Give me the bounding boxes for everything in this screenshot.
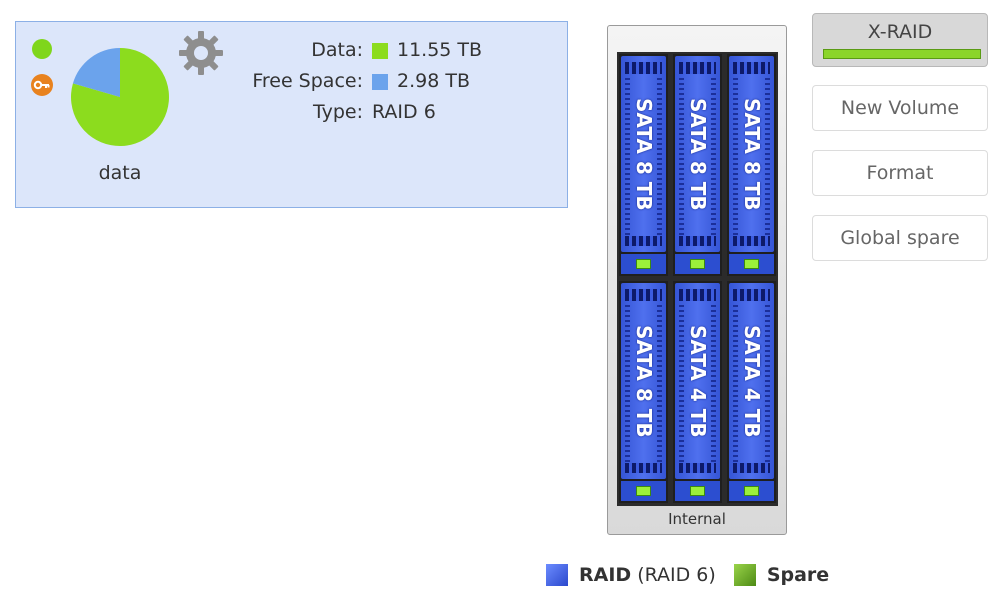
disk-label: SATA 8 TB	[740, 97, 764, 211]
disk-led-panel	[729, 254, 774, 274]
data-value: 11.55 TB	[397, 39, 483, 61]
tray-grip	[711, 305, 716, 470]
tray-vent	[679, 236, 716, 246]
xraid-label: X-RAID	[867, 21, 933, 43]
disk-tray: SATA 4 TB	[675, 283, 720, 479]
volume-info: Data: 11.55 TB Free Space: 2.98 TB Type:…	[231, 35, 482, 128]
enclosure-label: Internal	[668, 510, 726, 528]
disk-bay[interactable]: SATA 4 TB	[727, 281, 776, 503]
disk-bays: SATA 8 TB SATA 8 TB SATA 8 TB SATA 8 TB SATA…	[617, 52, 778, 506]
tray-vent	[733, 289, 770, 301]
encryption-key-icon	[31, 74, 53, 96]
disk-bay[interactable]: SATA 8 TB	[727, 54, 776, 276]
spare-swatch	[733, 564, 756, 586]
disk-label: SATA 4 TB	[686, 324, 710, 438]
tray-grip	[733, 305, 738, 470]
tray-grip	[679, 305, 684, 470]
disk-status-led	[744, 486, 759, 496]
tray-vent	[625, 236, 662, 246]
tray-grip	[625, 305, 630, 470]
tray-grip	[765, 78, 770, 243]
disk-bay[interactable]: SATA 4 TB	[673, 281, 722, 503]
disk-tray: SATA 8 TB	[675, 56, 720, 252]
tray-grip	[765, 305, 770, 470]
disk-status-led	[690, 259, 705, 269]
legend-raid-detail: (RAID 6)	[637, 564, 716, 586]
info-row-free: Free Space: 2.98 TB	[231, 66, 482, 97]
disk-label: SATA 8 TB	[632, 324, 656, 438]
disk-status-led	[744, 259, 759, 269]
data-label: Data:	[311, 39, 363, 61]
format-button[interactable]: Format	[812, 150, 988, 196]
tray-vent	[625, 62, 662, 74]
free-space-value: 2.98 TB	[397, 70, 470, 92]
disk-tray: SATA 8 TB	[729, 56, 774, 252]
free-space-swatch	[372, 73, 388, 90]
volume-name: data	[98, 162, 142, 184]
disk-status-led	[636, 259, 651, 269]
disk-label: SATA 4 TB	[740, 324, 764, 438]
xraid-status-bar	[823, 49, 981, 59]
data-swatch	[372, 42, 388, 59]
disk-bay[interactable]: SATA 8 TB	[619, 54, 668, 276]
disk-enclosure: SATA 8 TB SATA 8 TB SATA 8 TB SATA 8 TB SATA…	[607, 25, 787, 535]
legend-raid-label: RAID	[579, 564, 632, 586]
tray-grip	[657, 305, 662, 470]
info-row-data: Data: 11.55 TB	[231, 35, 482, 66]
gear-icon[interactable]	[177, 29, 225, 77]
volume-usage-pie	[71, 48, 169, 146]
tray-vent	[679, 463, 716, 473]
xraid-button[interactable]: X-RAID	[812, 13, 988, 67]
disk-label: SATA 8 TB	[632, 97, 656, 211]
volume-card[interactable]: data Data: 11.55 TB Free Space: 2.98 TB …	[15, 21, 568, 208]
type-label: Type:	[312, 101, 363, 123]
disk-tray: SATA 8 TB	[621, 283, 666, 479]
disk-led-panel	[675, 481, 720, 501]
global-spare-button[interactable]: Global spare	[812, 215, 988, 261]
tray-vent	[625, 289, 662, 301]
tray-grip	[733, 78, 738, 243]
disk-status-led	[690, 486, 705, 496]
tray-vent	[679, 62, 716, 74]
tray-vent	[733, 236, 770, 246]
info-row-type: Type: RAID 6	[231, 97, 482, 128]
tray-grip	[711, 78, 716, 243]
disk-bay[interactable]: SATA 8 TB	[619, 281, 668, 503]
disk-led-panel	[621, 254, 666, 274]
disk-tray: SATA 8 TB	[621, 56, 666, 252]
raid-swatch	[546, 564, 568, 586]
pie-slice-free	[72, 48, 120, 97]
disk-led-panel	[621, 481, 666, 501]
type-value: RAID 6	[372, 101, 436, 123]
disk-led-panel	[729, 481, 774, 501]
tray-vent	[733, 62, 770, 74]
disk-bay[interactable]: SATA 8 TB	[673, 54, 722, 276]
disk-status-led	[636, 486, 651, 496]
legend: RAID (RAID 6) Spare	[546, 564, 829, 586]
tray-grip	[657, 78, 662, 243]
tray-vent	[679, 289, 716, 301]
disk-label: SATA 8 TB	[686, 97, 710, 211]
tray-vent	[625, 463, 662, 473]
free-space-label: Free Space:	[252, 70, 363, 92]
status-ok-icon	[32, 39, 52, 59]
tray-vent	[733, 463, 770, 473]
tray-grip	[625, 78, 630, 243]
legend-spare-label: Spare	[766, 564, 830, 586]
disk-tray: SATA 4 TB	[729, 283, 774, 479]
tray-grip	[679, 78, 684, 243]
disk-led-panel	[675, 254, 720, 274]
new-volume-button[interactable]: New Volume	[812, 85, 988, 131]
